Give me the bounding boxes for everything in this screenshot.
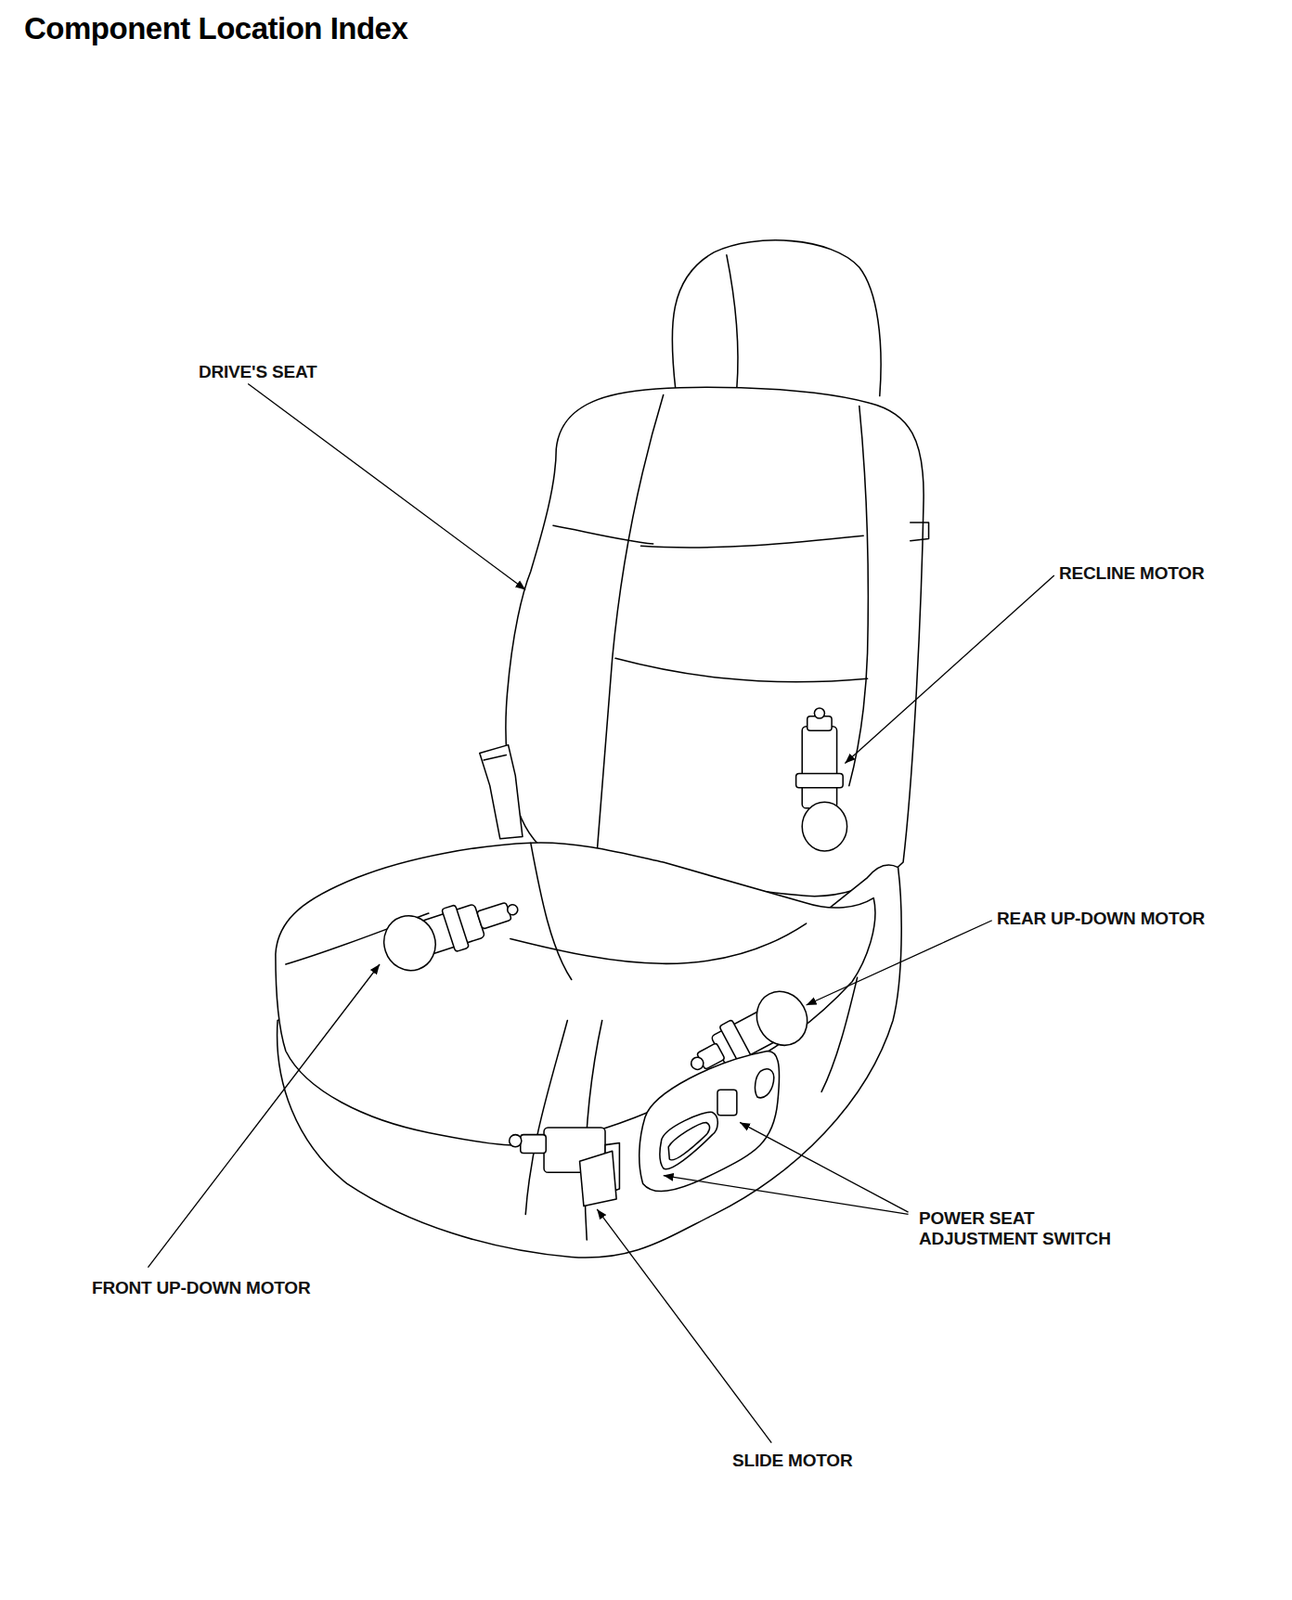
part-label: POWER SEAT ADJUSTMENT SWITCH — [918, 1208, 1153, 1250]
page-title: Component Location Index — [24, 11, 408, 47]
part-label: DRIVE'S SEAT — [198, 361, 317, 383]
part-label: RECLINE MOTOR — [1059, 563, 1204, 584]
part-label: FRONT UP-DOWN MOTOR — [91, 1278, 311, 1299]
part-label: REAR UP-DOWN MOTOR — [996, 908, 1205, 930]
part-label: SLIDE MOTOR — [732, 1450, 853, 1472]
